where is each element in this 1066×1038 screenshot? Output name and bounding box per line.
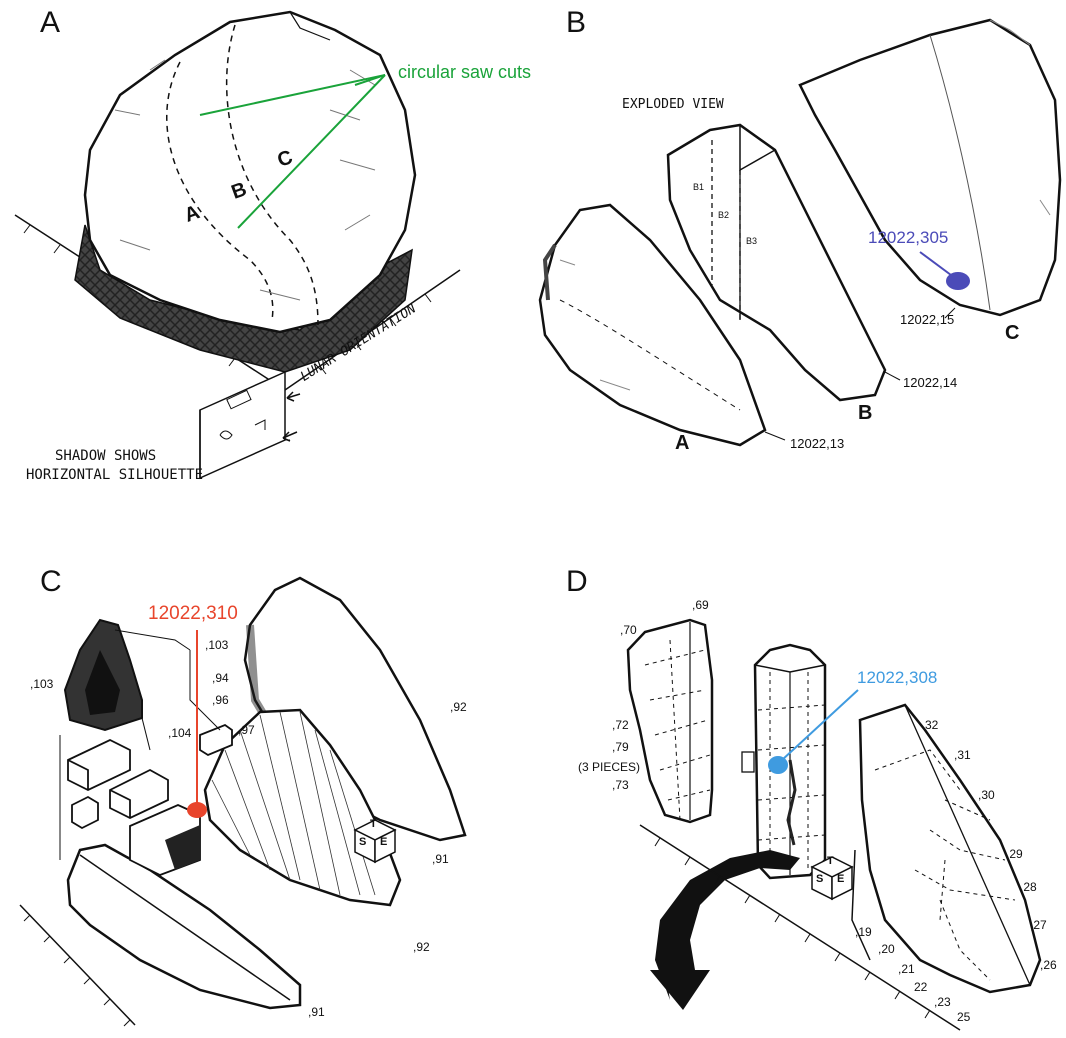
sample-310-marker [187,802,207,818]
shadow-caption-line-1: SHADOW SHOWS [55,448,156,464]
panel-a-drawing [15,12,460,478]
panel-b-drawing [540,20,1060,445]
number-96: ,96 [212,693,229,707]
sample-310-label: 12022,310 [148,603,238,625]
saw-cuts-annotation: circular saw cuts [398,62,531,83]
panel-d-drawing [628,620,1040,1030]
number-20: ,20 [878,942,895,956]
sub-slice-b3: B3 [746,236,757,246]
number-22: 22 [914,980,927,994]
number-29: ,29 [1006,847,1023,861]
number-92-top: ,92 [450,700,467,714]
piece-label-c: C [1005,322,1019,345]
number-94: ,94 [212,671,229,685]
number-21: ,21 [898,962,915,976]
panel-c-drawing [20,578,465,1026]
number-12022-15: 12022,15 [900,312,954,327]
exploded-piece-c [800,20,1060,315]
number-103-left: ,103 [30,677,53,691]
number-25: 25 [957,1010,970,1024]
exploded-view-title: EXPLODED VIEW [622,97,724,112]
column-piece-left [628,620,712,822]
panel-c-label: C [40,565,62,599]
number-12022-13: 12022,13 [790,436,844,451]
sub-slice-b1: B1 [693,182,704,192]
panel-d-label: D [566,565,588,599]
number-70: ,70 [620,623,637,637]
number-26: ,26 [1040,958,1057,972]
sample-305-label: 12022,305 [868,228,948,248]
sub-slice-b2: B2 [718,210,729,220]
number-104: ,104 [168,726,191,740]
number-12022-14: 12022,14 [903,375,957,390]
number-31: ,31 [954,748,971,762]
panel-a-label: A [40,6,60,40]
piece-label-b: B [858,402,872,425]
rock-sample [85,12,415,332]
cube-c-letter-e: E [380,836,387,848]
number-73: ,73 [612,778,629,792]
number-91-right: ,91 [432,852,449,866]
cube-d-letter-e: E [837,873,844,885]
block-3 [72,797,98,828]
number-30: ,30 [978,788,995,802]
number-28: ,28 [1020,880,1037,894]
number-23: ,23 [934,995,951,1009]
cube-d-letter-s: S [816,873,823,885]
number-72: ,72 [612,718,629,732]
cube-d-letter-t: T [827,855,834,867]
sample-305-marker [946,272,970,290]
number-97: ,97 [238,723,255,737]
sample-308-label: 12022,308 [857,668,937,688]
pieces-note: (3 PIECES) [578,760,640,774]
number-19: ,19 [855,925,872,939]
panel-b-label: B [566,6,586,40]
number-91-bottom: ,91 [308,1005,325,1019]
number-79: ,79 [612,740,629,754]
number-32: 32 [925,718,938,732]
piece-label-a: A [675,432,689,455]
number-69: ,69 [692,598,709,612]
shadow-caption-line-2: HORIZONTAL SILHOUETTE [26,467,203,483]
orientation-cube [200,372,285,478]
sample-308-marker [768,756,788,774]
number-92-fan: ,92 [413,940,430,954]
cube-c-letter-s: S [359,836,366,848]
number-103-right: ,103 [205,638,228,652]
cube-c-letter-t: T [370,818,377,830]
number-27: ,27 [1030,918,1047,932]
